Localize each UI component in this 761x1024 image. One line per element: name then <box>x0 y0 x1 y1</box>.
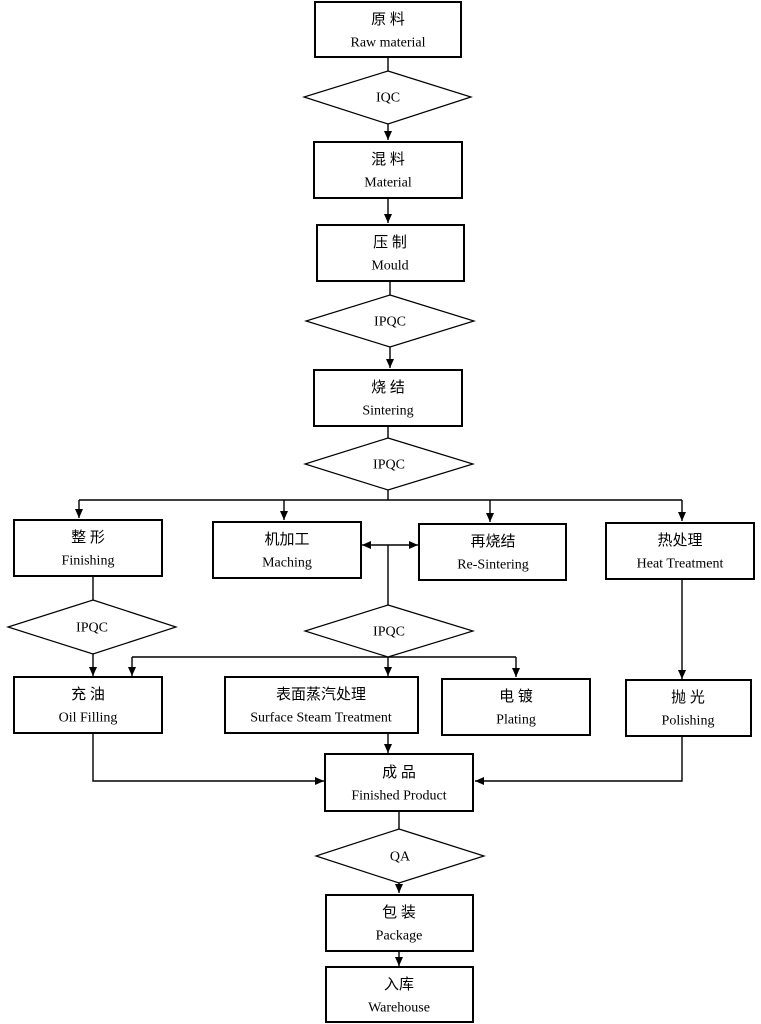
step-warehouse-en: Warehouse <box>368 1001 430 1016</box>
step-raw-material-en: Raw material <box>350 36 425 51</box>
step-oil-filling-en: Oil Filling <box>59 711 118 726</box>
gate-ipqc-maching: IPQC <box>302 604 476 658</box>
step-re-sintering-zh: 再烧结 <box>470 533 515 550</box>
step-heat-treatment-en: Heat Treatment <box>637 557 724 572</box>
step-polishing-zh: 抛 光 <box>671 689 705 706</box>
gate-ipqc-mould-label: IPQC <box>374 315 406 330</box>
step-surface-steam-zh: 表面蒸汽处理 <box>276 686 366 703</box>
gate-ipqc-maching-label: IPQC <box>373 625 405 640</box>
step-mould: 压 制 Mould <box>316 224 465 282</box>
gate-iqc: IQC <box>302 70 473 125</box>
gate-ipqc-mould: IPQC <box>303 294 477 348</box>
step-finishing-zh: 整 形 <box>71 529 105 546</box>
step-package-en: Package <box>376 929 423 944</box>
step-surface-steam-en: Surface Steam Treatment <box>250 711 392 726</box>
step-finishing-en: Finishing <box>62 554 115 569</box>
step-package-zh: 包 装 <box>382 904 416 921</box>
step-sintering-zh: 烧 结 <box>371 379 405 396</box>
step-finished-product-zh: 成 品 <box>382 764 416 781</box>
arrow-polishing-to-finished <box>475 736 683 785</box>
step-finished-product: 成 品 Finished Product <box>324 753 474 812</box>
arrow-oil-filling-to-finished <box>92 733 324 785</box>
gate-iqc-label: IQC <box>376 91 400 106</box>
step-raw-material: 原 料 Raw material <box>314 1 462 58</box>
step-heat-treatment: 热处理 Heat Treatment <box>605 522 755 580</box>
step-maching-en: Maching <box>262 556 312 571</box>
gate-ipqc-sintering: IPQC <box>302 437 476 491</box>
step-heat-treatment-zh: 热处理 <box>657 532 702 549</box>
step-plating: 电 镀 Plating <box>441 678 591 736</box>
step-polishing-en: Polishing <box>662 714 715 729</box>
step-material: 混 料 Material <box>313 141 463 199</box>
step-sintering: 烧 结 Sintering <box>313 369 463 427</box>
step-finishing: 整 形 Finishing <box>13 519 163 577</box>
step-warehouse: 入库 Warehouse <box>325 966 474 1023</box>
gate-qa: QA <box>314 828 486 884</box>
step-material-zh: 混 料 <box>371 151 405 168</box>
step-re-sintering: 再烧结 Re-Sintering <box>418 523 567 581</box>
step-package: 包 装 Package <box>325 894 474 952</box>
step-polishing: 抛 光 Polishing <box>625 679 752 737</box>
gate-qa-label: QA <box>390 850 411 865</box>
step-re-sintering-en: Re-Sintering <box>457 558 529 573</box>
step-surface-steam-treatment: 表面蒸汽处理 Surface Steam Treatment <box>224 676 419 734</box>
step-plating-zh: 电 镀 <box>499 688 533 705</box>
step-raw-material-zh: 原 料 <box>371 11 405 28</box>
gate-ipqc-finishing-label: IPQC <box>76 621 108 636</box>
step-mould-en: Mould <box>371 259 408 274</box>
step-maching: 机加工 Maching <box>212 521 362 579</box>
step-oil-filling: 充 油 Oil Filling <box>13 676 163 734</box>
gate-ipqc-finishing: IPQC <box>6 599 178 655</box>
gate-ipqc-sintering-label: IPQC <box>373 458 405 473</box>
step-material-en: Material <box>364 176 412 191</box>
connectors <box>75 57 686 966</box>
step-warehouse-zh: 入库 <box>384 976 414 993</box>
step-finished-product-en: Finished Product <box>351 789 446 804</box>
step-sintering-en: Sintering <box>362 404 413 419</box>
step-mould-zh: 压 制 <box>373 234 407 251</box>
step-maching-zh: 机加工 <box>264 531 309 548</box>
step-plating-en: Plating <box>496 713 536 728</box>
step-oil-filling-zh: 充 油 <box>71 686 105 703</box>
